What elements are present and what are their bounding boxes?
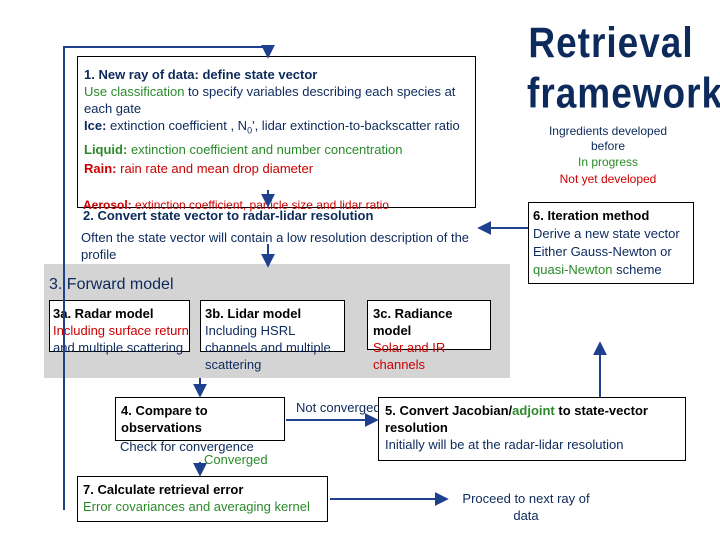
not-converged-label: Not converged	[296, 400, 381, 415]
step1-ice: Ice: extinction coefficient , N0', lidar…	[84, 117, 469, 140]
ice-text: extinction coefficient , N	[106, 118, 248, 133]
step1-liquid: Liquid: extinction coefficient and numbe…	[84, 141, 469, 158]
legend-in-progress: In progress	[577, 155, 639, 169]
step1-box: 1. New ray of data: define state vector …	[77, 56, 476, 208]
step6-box: 6. Iteration method Derive a new state v…	[528, 202, 694, 284]
step5-heading: 5. Convert Jacobian/adjoint to state-vec…	[385, 402, 685, 436]
step5-heading-b: to state-vector resolution	[385, 403, 648, 435]
step6-heading: 6. Iteration method	[533, 208, 650, 223]
step3c-heading: 3c. Radiance model	[373, 306, 453, 338]
step1-heading: 1. New ray of data: define state vector	[84, 67, 318, 82]
step6-quasi-newton: quasi-Newton	[533, 262, 613, 277]
step7-heading: 7. Calculate retrieval error	[83, 482, 244, 497]
ice-label: Ice:	[84, 118, 107, 133]
step5-text: Initially will be at the radar-lidar res…	[385, 437, 624, 452]
step5-heading-a: 5. Convert Jacobian/	[385, 403, 513, 418]
step6-method-a: Either Gauss-Newton or	[533, 244, 672, 259]
step7-text: Error covariances and averaging kernel	[83, 499, 310, 514]
step3b-box: 3b. Lidar model Including HSRL channels …	[200, 300, 345, 372]
step3b-heading: 3b. Lidar model	[205, 306, 302, 321]
step4-box: 4. Compare to observations	[115, 397, 285, 441]
step3a-surface: Including surface return	[53, 323, 189, 338]
step3a-scattering: and multiple scattering	[53, 340, 184, 355]
title-line1: Retrieval	[528, 19, 694, 67]
step3c-box: 3c. Radiance model Solar and IR channels	[367, 300, 491, 372]
legend-developed: Ingredients developed before	[548, 124, 668, 153]
legend-not-yet: Not yet developed	[559, 172, 657, 186]
step3a-text: Including surface return and multiple sc…	[53, 322, 189, 356]
title-line2: framework	[527, 69, 720, 117]
step4-converged: Converged	[204, 452, 268, 467]
step3-heading: 3. Forward model	[49, 276, 174, 293]
step6-derive: Derive a new state vector	[533, 226, 680, 241]
step6-method: Either Gauss-Newton or quasi-Newton sche…	[533, 243, 693, 279]
step3c-text: Solar and IR channels	[373, 340, 446, 372]
framework-title: Retrieval framework	[527, 18, 720, 119]
step1-classification: Use classification to specify variables …	[84, 83, 469, 117]
liquid-label: Liquid:	[84, 141, 128, 157]
step2-heading: 2. Convert state vector to radar-lidar r…	[83, 208, 374, 223]
step3a-heading: 3a. Radar model	[53, 306, 154, 321]
ice-text2: ', lidar extinction-to-backscatter ratio	[252, 118, 460, 133]
step1-classification-link: Use classification	[84, 84, 185, 99]
step3b-text: Including HSRL channels and multiple sca…	[205, 323, 331, 372]
step3a-box: 3a. Radar model Including surface return…	[49, 300, 190, 355]
step5-box: 5. Convert Jacobian/adjoint to state-vec…	[378, 397, 686, 461]
proceed-label: Proceed to next ray of data	[462, 491, 590, 523]
step4-heading: 4. Compare to observations	[121, 403, 208, 435]
step1-rain: Rain: rain rate and mean drop diameter	[84, 160, 469, 177]
step5-adjoint: adjoint	[512, 403, 555, 418]
step2-text: Often the state vector will contain a lo…	[81, 230, 470, 262]
step6-method-c: scheme	[612, 262, 662, 277]
step7-box: 7. Calculate retrieval error Error covar…	[77, 476, 328, 522]
rain-label: Rain:	[84, 160, 117, 176]
rain-text: rain rate and mean drop diameter	[116, 160, 314, 176]
liquid-text: extinction coefficient and number concen…	[127, 141, 403, 157]
